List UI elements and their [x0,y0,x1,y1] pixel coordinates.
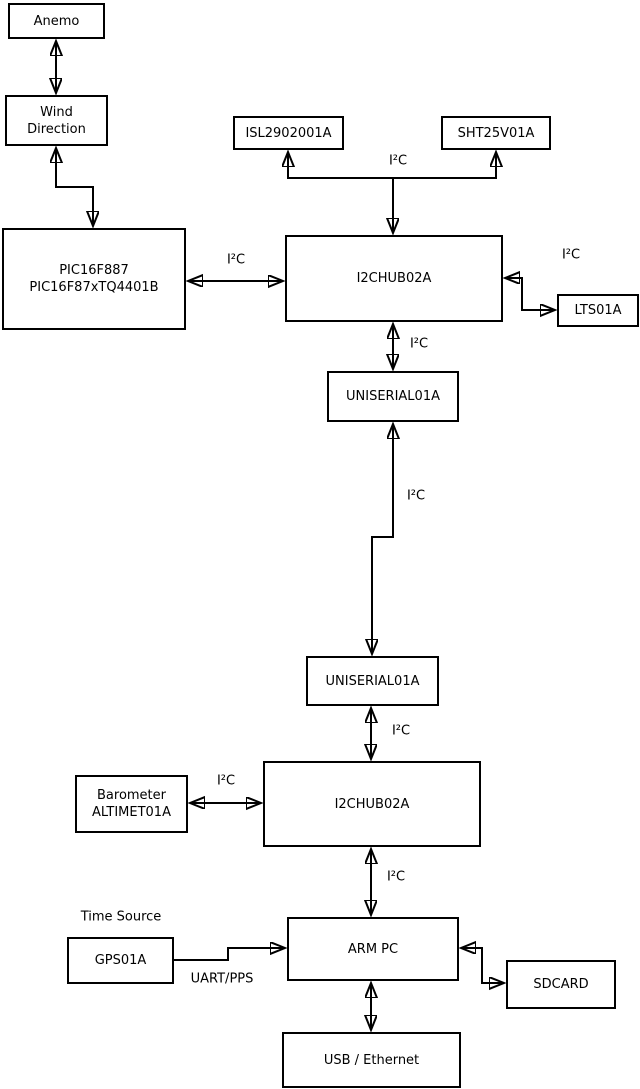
node-lts01a: LTS01A [557,294,639,327]
label-time-source: Time Source [80,909,162,925]
label-i2c-barometer-hub2: I²C [216,773,236,789]
edge-uniserial-top-uniserial-bottom [372,424,393,654]
node-anemo: Anemo [8,3,105,39]
label-i2c-long-link: I²C [406,488,426,504]
node-wind-direction: Wind Direction [5,95,108,146]
edge-wind-direction-pic [56,148,93,226]
node-arm-pc: ARM PC [287,917,459,981]
edge-hub1-lts [505,278,555,310]
label-i2c-pic-hub1: I²C [226,252,246,268]
node-sdcard: SDCARD [506,960,616,1009]
label-i2c-uniserial-hub2: I²C [391,723,411,739]
label-i2c-hub2-armpc: I²C [386,869,406,885]
edge-armpc-sdcard [461,948,504,983]
node-isl2902001a: ISL2902001A [233,116,344,150]
node-uniserial01a-bottom: UNISERIAL01A [306,656,439,706]
node-barometer-altimet01a: Barometer ALTIMET01A [75,775,188,833]
label-i2c-top-branch: I²C [388,153,408,169]
node-i2chub02a-bottom: I2CHUB02A [263,761,481,847]
node-i2chub02a-top: I2CHUB02A [285,235,503,322]
node-sht25v01a: SHT25V01A [441,116,551,150]
edge-gps-armpc [174,948,285,961]
label-i2c-hub1-uniserial: I²C [409,336,429,352]
node-usb-ethernet: USB / Ethernet [282,1032,461,1088]
label-uart-pps: UART/PPS [190,971,254,987]
node-gps01a: GPS01A [67,937,174,984]
node-pic16f887: PIC16F887 PIC16F87xTQ4401B [2,228,186,330]
label-i2c-hub1-lts: I²C [561,247,581,263]
node-uniserial01a-top: UNISERIAL01A [327,371,459,422]
